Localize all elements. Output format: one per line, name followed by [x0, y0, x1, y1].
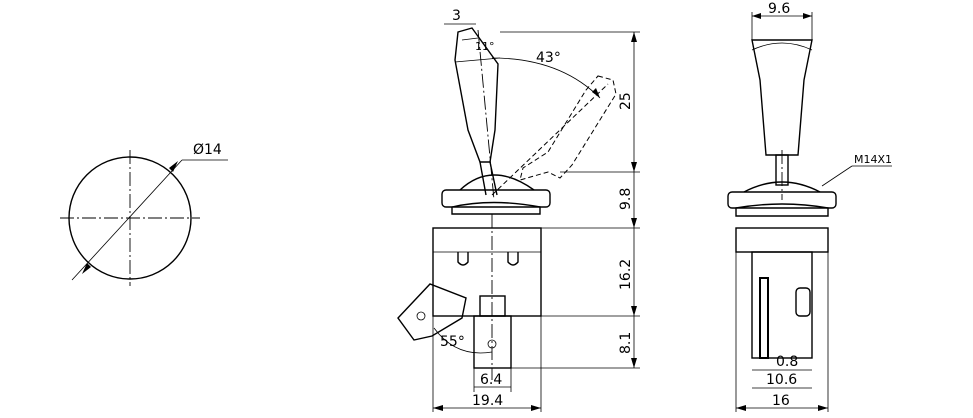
front-view: 25 9.8 16.2 8.1 3 11° 43° 55° 6.4 19.4 — [397, 8, 640, 412]
dim-16-label: 16 — [772, 393, 790, 409]
dim-25-label: 25 — [618, 92, 634, 110]
lever-tip-line — [461, 37, 479, 41]
dim-arrow-25-bottom — [631, 162, 637, 172]
side-terminal-plate — [759, 277, 769, 359]
center-terminal — [479, 295, 506, 317]
lever-alt-position — [519, 75, 617, 181]
side-body — [735, 227, 829, 253]
dim-arrow-98-bottom — [631, 218, 637, 228]
diameter-arrow-lower — [82, 263, 91, 274]
panel-cutout-view: Ø14 — [60, 142, 228, 286]
dim-96-arrow-right — [803, 13, 812, 19]
terminal-tab — [473, 315, 512, 369]
side-nut-washer — [735, 203, 829, 217]
diameter-arrow-upper — [169, 161, 178, 172]
side-view: 9.6 M14X1 0.8 10.6 16 — [727, 1, 892, 412]
dim-194-arrow-right — [531, 405, 541, 411]
angle-43-arc — [491, 57, 601, 99]
dim-98-label: 9.8 — [618, 188, 634, 210]
side-lever-cap — [751, 42, 813, 51]
side-nut-flange — [727, 191, 837, 209]
angle-11-label: 11° — [475, 40, 495, 53]
dim-96-label: 9.6 — [768, 1, 790, 17]
body-detail-right — [507, 252, 519, 266]
diameter-label: Ø14 — [193, 142, 222, 158]
side-lever-outline — [751, 39, 813, 156]
lever-centerline — [477, 29, 495, 201]
nut-washer — [451, 201, 541, 215]
dim-16-arrow-right — [818, 405, 828, 411]
thread-label: M14X1 — [854, 153, 892, 166]
angle-55-label: 55° — [440, 334, 465, 350]
diameter-leader-line — [71, 159, 183, 281]
bushing-dome — [459, 174, 535, 191]
side-terminal — [397, 283, 467, 341]
body-detail-left — [457, 252, 469, 266]
dim-64-label: 6.4 — [480, 372, 502, 388]
side-terminal-hole — [416, 311, 426, 321]
dim-96-arrow-left — [752, 13, 761, 19]
angle-11-leader — [454, 57, 501, 63]
terminal-hole — [487, 339, 497, 349]
dim-16-arrow-left — [736, 405, 746, 411]
dim-arrow-162-bottom — [631, 306, 637, 316]
dim-162-label: 16.2 — [618, 259, 634, 290]
thread-leader — [821, 165, 853, 187]
angle-43-arrow — [592, 88, 600, 98]
side-body-lower — [751, 251, 813, 359]
lever-alt-centerline — [491, 83, 609, 196]
nut-flange — [441, 189, 551, 208]
dim-106-label: 10.6 — [766, 372, 797, 388]
dim-arrow-81-bottom — [631, 358, 637, 368]
side-terminal-lug — [795, 287, 811, 317]
switch-body — [432, 227, 542, 317]
dim-arrow-25-top — [631, 32, 637, 42]
angle-55-arc — [433, 327, 493, 354]
dim-3-label: 3 — [452, 8, 461, 24]
dim-194-label: 19.4 — [472, 393, 503, 409]
dim-81-label: 8.1 — [618, 332, 634, 354]
angle-43-label: 43° — [536, 50, 561, 66]
dim-08-label: 0.8 — [776, 354, 798, 370]
dim-194-arrow-left — [433, 405, 443, 411]
side-bushing-dome — [743, 181, 821, 193]
